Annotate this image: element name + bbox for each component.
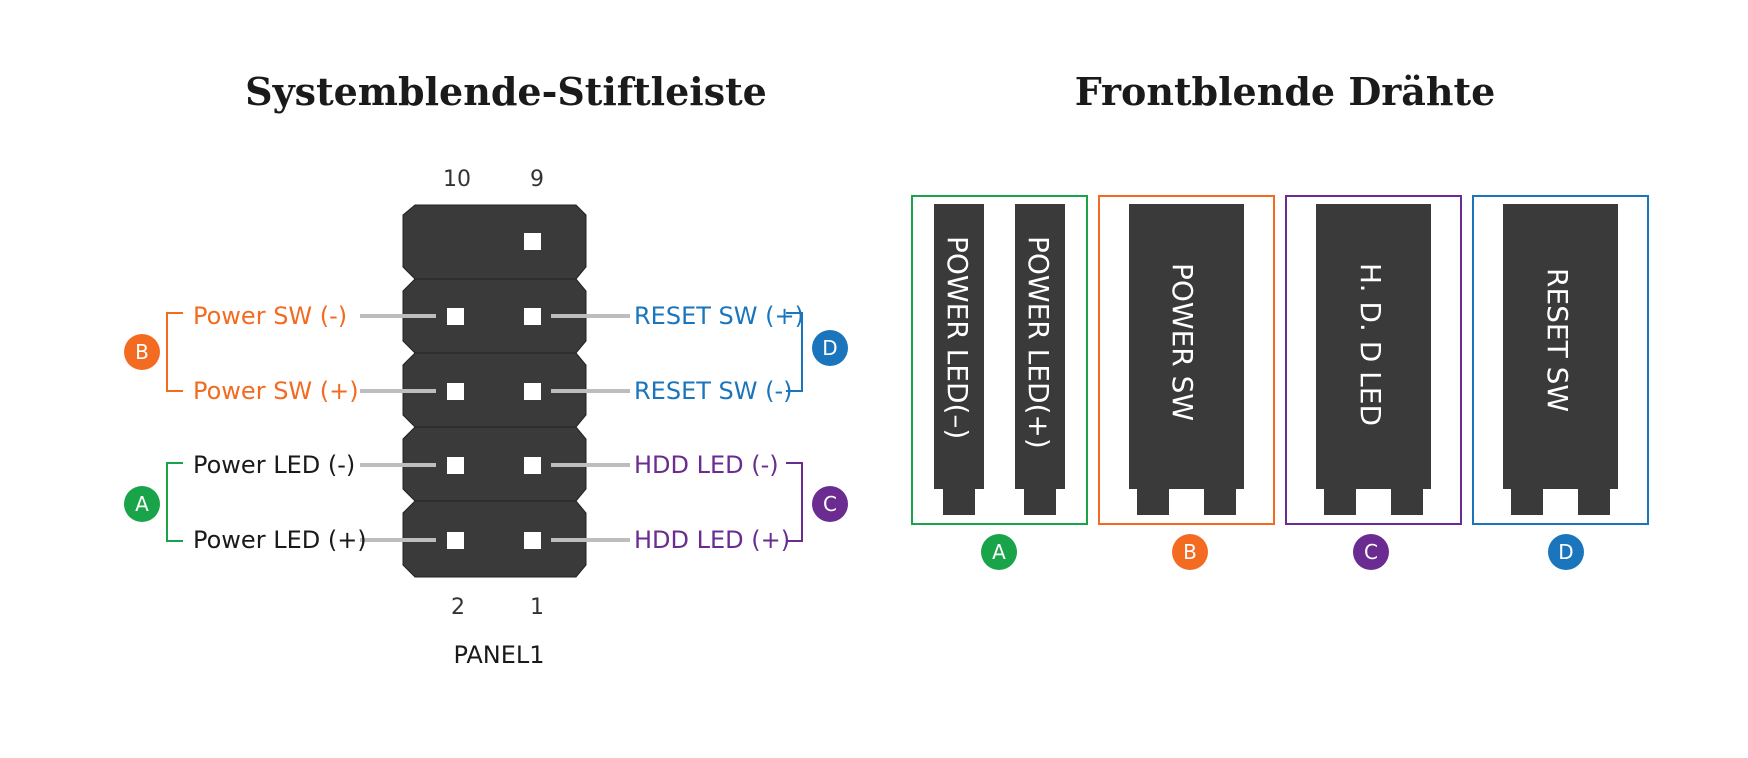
connector-label-power-led-plus: POWER LED(+) [1022, 236, 1055, 449]
svg-text:D: D [1558, 540, 1573, 564]
pins [447, 233, 541, 549]
badge-d: D [812, 330, 848, 366]
pin-8 [447, 308, 464, 325]
svg-text:A: A [992, 540, 1006, 564]
label-reset-sw-minus: RESET SW (-) [634, 377, 793, 405]
badge-a: A [124, 486, 160, 522]
bracket-a [166, 462, 183, 542]
svg-text:B: B [135, 340, 149, 364]
badge-b-bottom: B [1172, 534, 1208, 570]
bracket-d [786, 312, 803, 392]
badge-b: B [124, 334, 160, 370]
connector-label-reset-sw: RESET SW [1541, 268, 1574, 412]
badge-a-bottom: A [981, 534, 1017, 570]
svg-text:A: A [135, 492, 149, 516]
label-power-led-minus: Power LED (-) [193, 451, 355, 479]
pin-1 [524, 532, 541, 549]
connector-group-a: POWER LED(–) POWER LED(+) [911, 195, 1088, 525]
label-reset-sw-plus: RESET SW (+) [634, 302, 804, 330]
label-hdd-led-minus: HDD LED (-) [634, 451, 779, 479]
pin-header [402, 204, 587, 578]
connector-group-d: RESET SW [1472, 195, 1649, 525]
connector-label-power-sw: POWER SW [1166, 263, 1199, 421]
label-hdd-led-plus: HDD LED (+) [634, 526, 790, 554]
pin-number-2: 2 [451, 595, 465, 620]
badge-c: C [812, 486, 848, 522]
label-power-sw-minus: Power SW (-) [193, 302, 347, 330]
label-power-led-plus: Power LED (+) [193, 526, 367, 554]
pin-2 [447, 532, 464, 549]
connector-power-led-plus: POWER LED(+) [1015, 204, 1065, 515]
connector-label-power-led-minus: POWER LED(–) [941, 236, 974, 439]
connector-label-hdd-led: H. D. D LED [1354, 263, 1387, 426]
badge-c-bottom: C [1353, 534, 1389, 570]
connector-group-c: H. D. D LED [1285, 195, 1462, 525]
pin-5 [524, 383, 541, 400]
pin-number-10: 10 [443, 167, 471, 192]
bracket-b [166, 312, 183, 392]
pin-3 [524, 457, 541, 474]
pin-number-1: 1 [530, 595, 544, 620]
svg-text:C: C [1364, 540, 1378, 564]
badge-d-bottom: D [1548, 534, 1584, 570]
connector-power-led-minus: POWER LED(–) [934, 204, 984, 515]
pin-6 [447, 383, 464, 400]
svg-text:B: B [1183, 540, 1197, 564]
bracket-c [786, 462, 803, 542]
label-power-sw-plus: Power SW (+) [193, 377, 359, 405]
header-title: Systemblende-Stiftleiste [245, 69, 767, 114]
pin-7 [524, 308, 541, 325]
wires-title: Frontblende Drähte [1075, 69, 1496, 114]
pin-4 [447, 457, 464, 474]
svg-text:C: C [823, 492, 837, 516]
panel-label: PANEL1 [453, 641, 544, 669]
connector-group-b: POWER SW [1098, 195, 1275, 525]
lead-lines [360, 314, 630, 542]
svg-text:D: D [822, 336, 837, 360]
pin-9 [524, 233, 541, 250]
pin-number-9: 9 [530, 167, 544, 192]
